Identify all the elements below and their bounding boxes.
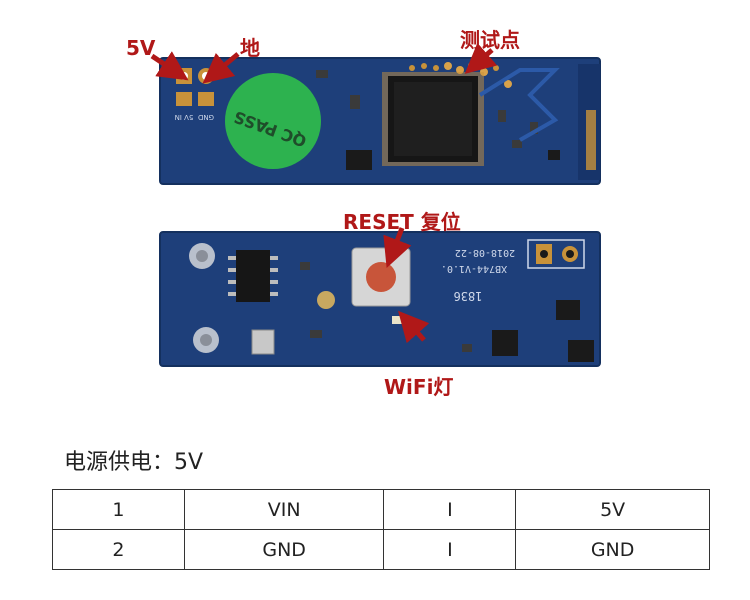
callout-test-points: 测试点 (460, 28, 520, 52)
flash-chip (228, 250, 278, 302)
silk-date: 2018-08-22 (455, 247, 515, 258)
silk-code: 1836 (454, 289, 483, 303)
antenna-connectors (189, 243, 219, 353)
callout-reset: RESET 复位 (343, 210, 461, 234)
silk-gnd: GND (198, 113, 214, 121)
pin-name: GND (183, 529, 385, 570)
pin-value: GND (515, 529, 710, 570)
callout-wifi-led: WiFi灯 (384, 375, 454, 399)
wifi-led (392, 316, 402, 324)
callout-arrows (150, 42, 498, 344)
pin-number: 1 (52, 489, 185, 530)
bottom-ics (300, 262, 594, 362)
capacitor (317, 291, 335, 309)
top-passives (316, 70, 560, 170)
bottom-board: 2018-08-22 XB744-V1.0. 1836 (159, 231, 601, 367)
top-board: 5V IN GND QC PASS (159, 57, 601, 185)
main-chip (382, 72, 484, 166)
reset-button (351, 247, 411, 307)
table-row: 1 VIN I 5V (52, 489, 710, 530)
callout-ground: 地 (240, 36, 260, 60)
qc-pass-sticker: QC PASS (225, 73, 321, 169)
power-terminal (527, 239, 585, 269)
callout-5v: 5V (126, 36, 156, 60)
pin-value: 5V (515, 489, 710, 530)
power-supply-title: 电源供电：5V (64, 450, 204, 475)
table-row: 2 GND I GND (52, 529, 710, 570)
pin-name: VIN (183, 489, 385, 530)
pin-direction: I (383, 489, 517, 530)
crystal (251, 329, 275, 355)
boards-illustration: 5V IN GND QC PASS (150, 42, 601, 367)
silk-5vin: 5V IN (175, 113, 194, 121)
pin-number: 2 (52, 529, 185, 570)
pin-direction: I (383, 529, 517, 570)
silk-model: XB744-V1.0. (441, 263, 507, 274)
pin-table: 1 VIN I 5V 2 GND I GND (52, 489, 710, 570)
